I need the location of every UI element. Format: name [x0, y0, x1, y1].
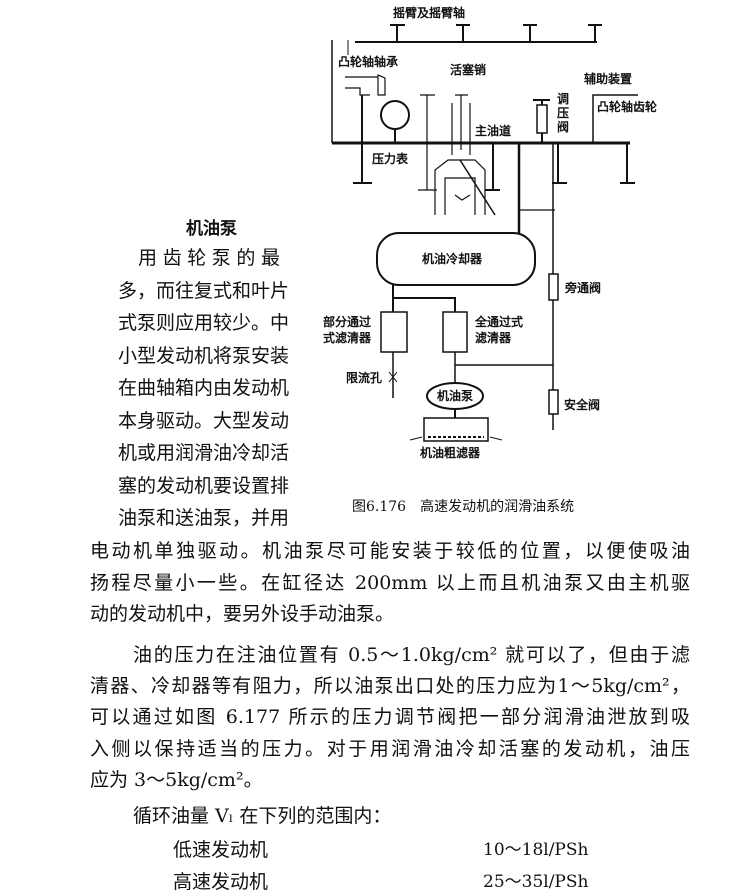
- body-line: 应为 3～5kg/cm²。: [90, 769, 263, 791]
- body-line: 电动机单独驱动。机油泵尽可能安装于较低的位置，以便使吸油: [90, 540, 690, 562]
- label-regulator: 调压阀: [557, 92, 570, 134]
- row-name: 低速发动机: [173, 839, 269, 861]
- label-partial-filter: 部分通过式滤清器: [323, 315, 372, 345]
- side-line: 本身驱动。大型发动: [118, 410, 290, 432]
- side-line: 油泵和送油泵，并用: [118, 507, 290, 529]
- body-line: 循环油量 Vₗ 在下列的范围内：: [133, 805, 392, 827]
- body-line: 油的压力在注油位置有 0.5～1.0kg/cm² 就可以了，但由于滤: [133, 644, 690, 666]
- label-cooler: 机油冷却器: [422, 252, 483, 266]
- side-line: 机或用润滑油冷却活: [118, 442, 290, 464]
- label-cam-gear: 凸轮轴齿轮: [597, 100, 658, 114]
- side-line: 多，而往复式和叶片: [118, 280, 290, 302]
- label-piston-pin: 活塞销: [450, 63, 487, 77]
- row-value: 25～35l/PSh: [483, 872, 589, 892]
- label-aux: 辅助装置: [584, 72, 633, 86]
- label-safety: 安全阀: [564, 398, 601, 412]
- body-line: 扬程尽量小一些。在缸径达 200mm 以上而且机油泵又由主机驱: [90, 572, 690, 594]
- side-line: 在曲轴箱内由发动机: [118, 377, 290, 399]
- side-line: 小型发动机将泵安装: [118, 345, 290, 367]
- section-heading: 机油泵: [186, 219, 237, 239]
- label-rocker: 摇臂及摇臂轴: [393, 6, 466, 20]
- row-value: 10～18l/PSh: [483, 840, 589, 860]
- label-bypass: 旁通阀: [565, 281, 602, 295]
- side-line: 式泵则应用较少。中: [118, 312, 290, 334]
- row-name: 高速发动机: [173, 871, 269, 893]
- body-line: 可以通过如图 6.177 所示的压力调节阀把一部分润滑油泄放到吸: [90, 706, 690, 728]
- label-main-gallery: 主油道: [475, 124, 512, 138]
- body-line: 入侧以保持适当的压力。对于用润滑油冷却活塞的发动机，油压: [90, 738, 690, 760]
- lubrication-diagram: [331, 24, 638, 442]
- label-pump: 机油泵: [437, 389, 474, 403]
- body-line: 动的发动机中，要另外设手动油泵。: [90, 603, 395, 625]
- label-cam-bearing: 凸轮轴轴承: [338, 55, 399, 69]
- figure-caption: 图6.176 高速发动机的润滑油系统: [352, 499, 575, 515]
- body-line: 清器、冷却器等有阻力，所以油泵出口处的压力应为1～5kg/cm²，: [90, 675, 690, 697]
- side-line: 塞的发动机要设置排: [118, 475, 290, 497]
- label-gauge: 压力表: [372, 152, 409, 166]
- label-full-filter: 全通过式滤清器: [475, 315, 524, 345]
- label-orifice: 限流孔: [346, 371, 383, 385]
- side-line: 用齿轮泵的最: [138, 247, 280, 269]
- label-strainer: 机油粗滤器: [420, 446, 481, 460]
